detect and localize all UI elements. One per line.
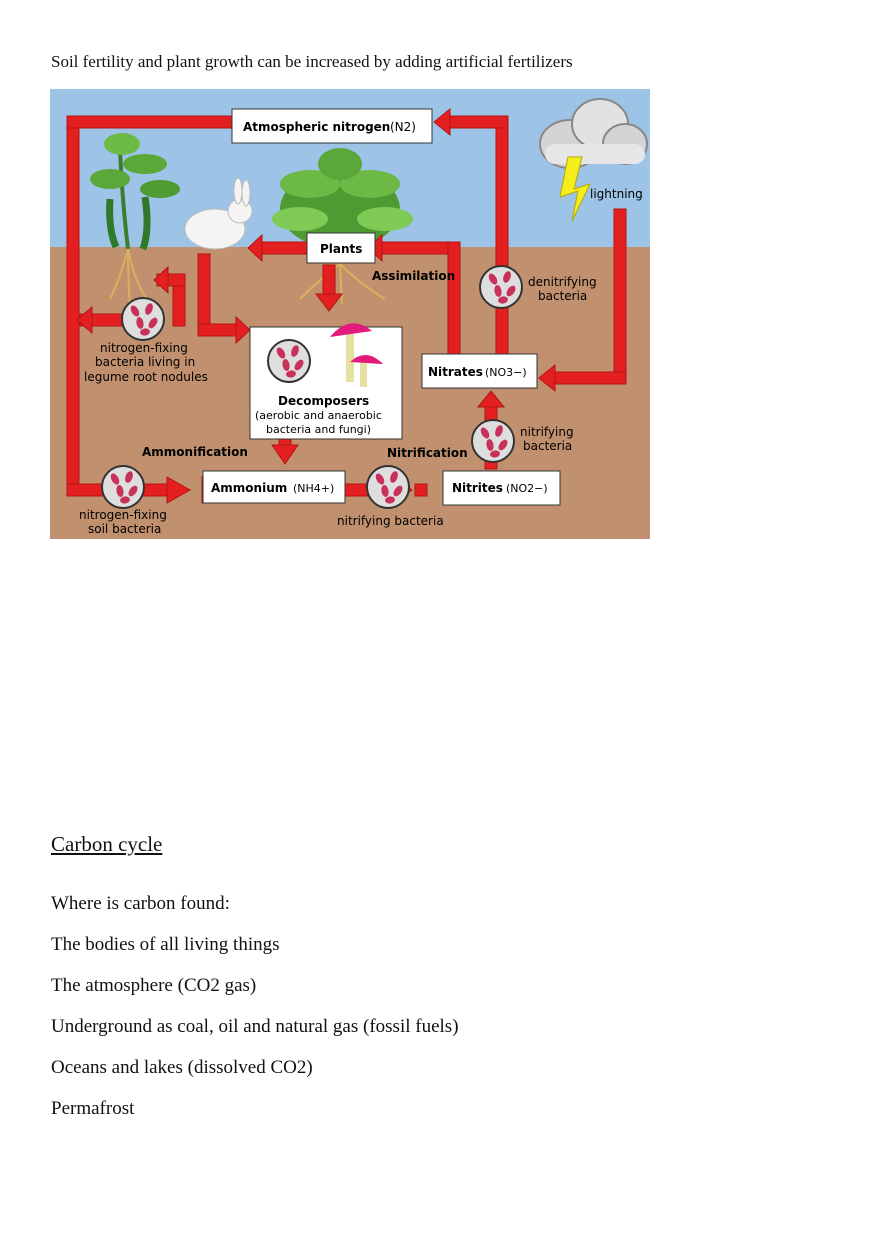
carbon-cycle-heading: Carbon cycle — [51, 832, 163, 856]
ammonium-formula: (NH4+) — [293, 482, 334, 495]
legume-plant-icon — [90, 133, 180, 310]
nitrifying-lower-label: nitrifying bacteria — [337, 514, 444, 528]
nitrifying-upper-label-1: nitrifying — [520, 425, 574, 439]
denitrifying-bacteria-icon — [479, 265, 523, 309]
denitrifying-label-1: denitrifying — [528, 275, 597, 289]
legume-label-2: bacteria living in — [95, 355, 195, 369]
denitrifying-label-2: bacteria — [538, 289, 587, 303]
lightning-label: lightning — [590, 187, 643, 201]
carbon-line: Oceans and lakes (dissolved CO2) — [51, 1057, 313, 1078]
legume-label-3: legume root nodules — [84, 370, 208, 384]
rabbit-icon — [184, 177, 253, 250]
carbon-line: Permafrost — [51, 1098, 135, 1119]
carbon-line: The bodies of all living things — [51, 934, 280, 955]
nitrogen-cycle-diagram: Atmospheric nitrogen (N2) Plants Decompo… — [50, 89, 650, 539]
intro-text: Soil fertility and plant growth can be i… — [51, 52, 573, 71]
mushroom-icon — [330, 323, 383, 387]
carbon-line: Where is carbon found: — [51, 893, 230, 914]
plants-box — [306, 232, 376, 264]
lightning-icon — [559, 156, 591, 222]
nitrifying-bacteria-upper-icon — [471, 419, 515, 463]
plants-label: Plants — [320, 242, 362, 256]
decomposers-sub-1: (aerobic and anaerobic — [255, 409, 382, 422]
carbon-line: The atmosphere (CO2 gas) — [51, 975, 257, 996]
cloud-icon — [539, 98, 648, 169]
nitrates-box — [421, 353, 538, 389]
nitrites-formula: (NO2−) — [506, 482, 548, 495]
ammonification-label: Ammonification — [142, 445, 248, 459]
atmospheric-nitrogen-box — [231, 108, 433, 144]
assimilation-label: Assimilation — [372, 269, 455, 283]
decomposers-sub-2: bacteria and fungi) — [266, 423, 371, 436]
ammonium-label: Ammonium — [211, 481, 287, 495]
nitrates-formula: (NO3−) — [485, 366, 527, 379]
carbon-line: Underground as coal, oil and natural gas… — [51, 1016, 459, 1037]
legume-bacteria-icon — [121, 297, 165, 341]
atmospheric-nitrogen-formula: (N2) — [390, 120, 416, 134]
soil-bacteria-label-2: soil bacteria — [88, 522, 161, 536]
nitrification-label: Nitrification — [387, 446, 468, 460]
bacteria-icon — [267, 339, 311, 383]
legume-label-1: nitrogen-fixing — [100, 341, 188, 355]
nitrifying-bacteria-lower-icon — [366, 465, 410, 509]
plant-icon — [272, 148, 413, 305]
nitrites-label: Nitrites — [452, 481, 503, 495]
decomposers-label: Decomposers — [278, 394, 369, 408]
atmospheric-nitrogen-label: Atmospheric nitrogen — [243, 120, 390, 134]
soil-bacteria-icon — [101, 465, 145, 509]
nitrates-label: Nitrates — [428, 365, 483, 379]
ammonium-box — [202, 470, 346, 504]
nitrifying-upper-label-2: bacteria — [523, 439, 572, 453]
nitrites-box — [442, 470, 561, 506]
soil-bacteria-label-1: nitrogen-fixing — [79, 508, 167, 522]
